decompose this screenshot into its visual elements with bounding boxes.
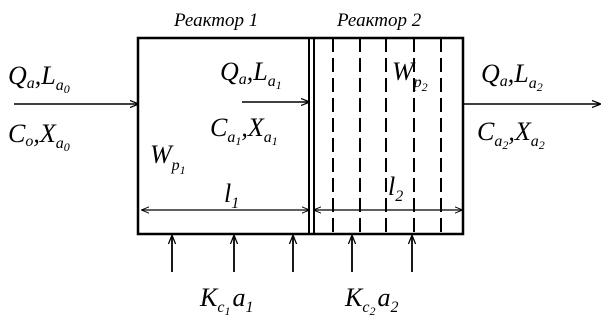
reactor2-compartments: [313, 38, 442, 234]
inlet-concentration-label: Co,Xa0: [8, 119, 70, 154]
outlet-concentration-label: Ca2,Xa2: [477, 117, 545, 152]
reactor2-length-label: l2: [388, 172, 403, 205]
aeration-arrows: [172, 236, 412, 272]
inlet-flow-label: Qa,La0: [8, 61, 70, 96]
reactor1-volume-label: Wp1: [150, 140, 186, 177]
reactor-outline: [136, 36, 465, 236]
reactor1-flow-label: Qa,La1: [220, 57, 282, 92]
aeration2-label: Kc2a2: [344, 283, 398, 318]
reactor2-title: Реактор 2: [336, 10, 422, 31]
aeration1-label: Kc1a1: [199, 283, 253, 318]
reactor1-title: Реактор 1: [173, 10, 258, 31]
reactor2-volume-label: Wp2: [392, 57, 428, 94]
reactor1-length-label: l1: [224, 179, 239, 212]
outlet-flow-label: Qa,La2: [481, 59, 543, 94]
reactor1-concentration-label: Ca1,Xa1: [210, 113, 278, 148]
